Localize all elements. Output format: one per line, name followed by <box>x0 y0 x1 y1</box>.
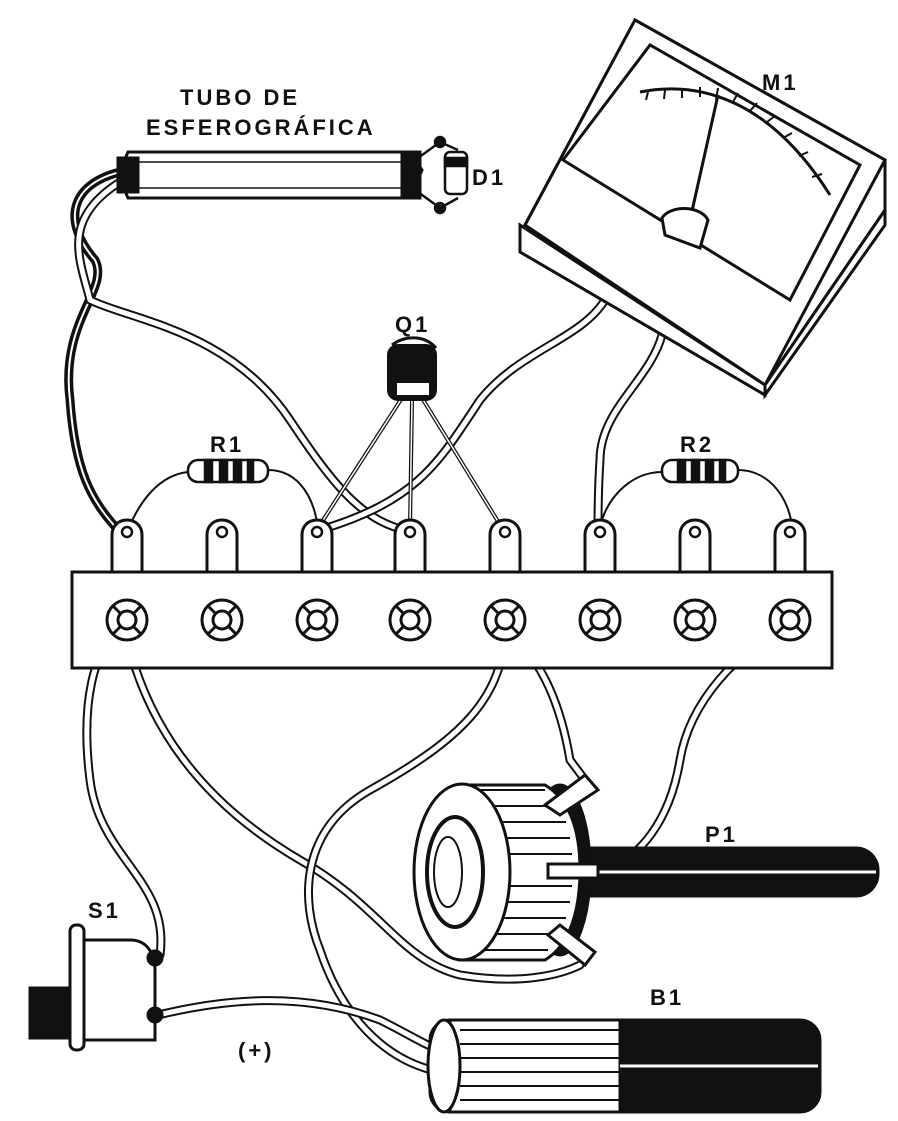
label-m1: M1 <box>762 70 799 95</box>
label-tube-line2: ESFEROGRÁFICA <box>146 115 376 140</box>
terminal-strip <box>70 518 834 670</box>
resistor-r2 <box>660 458 740 484</box>
potentiometer-p1 <box>412 772 880 968</box>
wire-q1-leg-mid-i <box>409 399 413 529</box>
wire-r2-right <box>737 469 793 529</box>
wire-meter-right-inner <box>595 332 665 533</box>
label-tube-line1: TUBO DE <box>180 85 300 110</box>
label-q1: Q1 <box>395 312 430 337</box>
meter-needle <box>688 94 720 221</box>
label-plus: (+) <box>238 1038 275 1063</box>
strip-bar <box>70 570 834 670</box>
transistor-q1 <box>387 336 438 401</box>
wire-t1-p1-i <box>122 627 583 982</box>
label-s1: S1 <box>88 898 121 923</box>
pen-tube <box>116 150 424 200</box>
switch-s1 <box>28 923 164 1052</box>
labels: TUBO DE ESFEROGRÁFICA D1 M1 Q1 R1 R2 P1 … <box>88 70 799 1063</box>
lugs <box>110 518 807 572</box>
wire-q1-leg-right-i <box>421 397 503 529</box>
wire-meter-left <box>315 295 610 535</box>
battery-b1 <box>426 1018 822 1114</box>
wire-q1-leg-left-i <box>317 397 403 529</box>
screw-holes <box>105 598 812 642</box>
wire-meter-left-inner <box>317 297 608 533</box>
wire-tube-dark-inner <box>67 169 131 533</box>
label-p1: P1 <box>705 822 738 847</box>
label-d1: D1 <box>472 165 506 190</box>
wire-r1-left <box>127 471 189 531</box>
label-r2: R2 <box>680 432 714 457</box>
label-r1: R1 <box>210 432 244 457</box>
wire-r2-left <box>599 471 663 529</box>
wire-s1-b1-i <box>155 998 443 1053</box>
wire-t5-b1-i <box>306 632 508 1075</box>
meter-m1 <box>518 17 888 400</box>
meter-scale <box>639 87 832 196</box>
diode-d1 <box>417 135 469 215</box>
label-b1: B1 <box>650 985 684 1010</box>
resistor-r1 <box>186 458 270 484</box>
